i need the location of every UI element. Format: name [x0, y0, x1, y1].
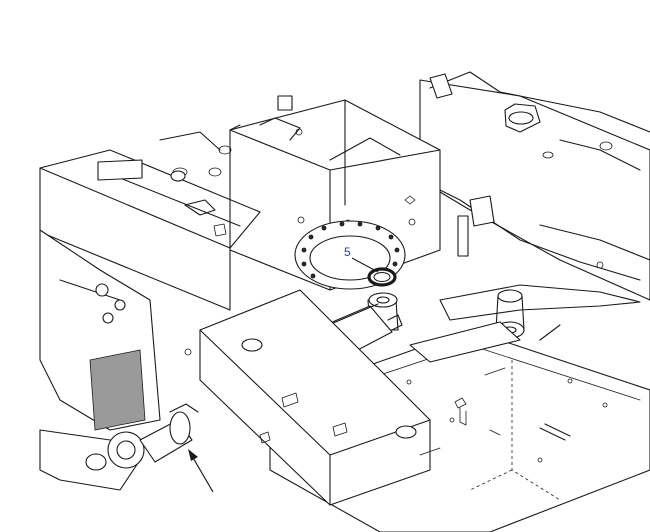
left-boom-frame — [39, 131, 261, 311]
callout-label-5: 5 — [344, 245, 351, 259]
lower-linkage — [39, 229, 199, 491]
seal-ring-part-5 — [367, 267, 397, 287]
platform-frame — [419, 71, 650, 301]
main-beam — [199, 289, 431, 506]
brackets — [170, 73, 604, 456]
pointer-arrow-icon — [188, 449, 214, 493]
callout-5: 5 — [344, 245, 379, 273]
cross-arm — [409, 284, 641, 363]
